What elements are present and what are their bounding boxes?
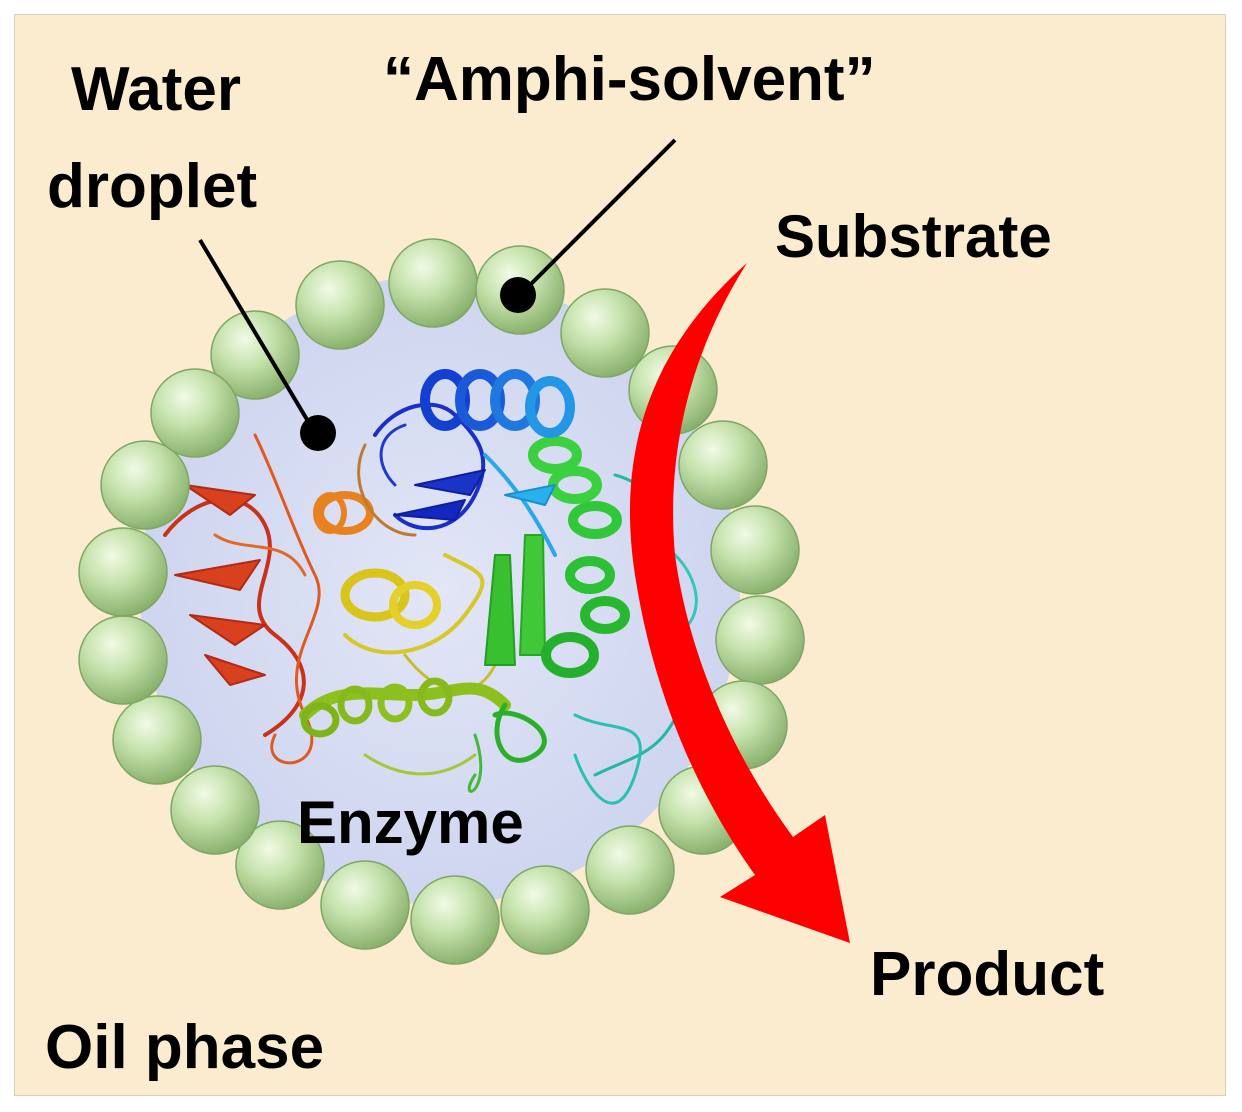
label-amphi-solvent: “Amphi-solvent” [383,45,876,114]
amphi-solvent-spheres [78,238,805,965]
water-droplet [140,275,740,905]
label-substrate: Substrate [775,203,1052,270]
water-droplet-pointer-dot [300,415,336,451]
amphi-solvent-pointer-dot [500,277,536,313]
label-oil-phase: Oil phase [45,1013,324,1082]
diagram-canvas: Water droplet “Amphi-solvent” Substrate … [45,45,1104,1082]
diagram-frame: Water droplet “Amphi-solvent” Substrate … [14,14,1226,1096]
enzyme-structure [163,369,698,805]
label-water: Water [71,55,241,124]
label-droplet: droplet [47,152,257,221]
label-enzyme: Enzyme [297,789,524,856]
water-droplet-pointer-line [198,238,317,435]
reaction-arrow [629,263,850,943]
label-product: Product [870,940,1104,1009]
amphi-solvent-pointer-line [518,138,677,297]
